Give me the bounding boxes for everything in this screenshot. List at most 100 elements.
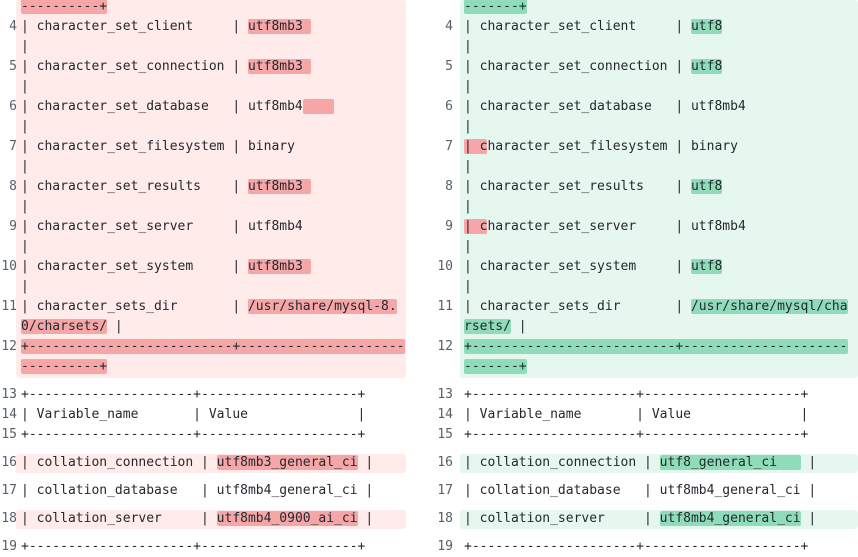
diff-highlight: utf8mb4_0900_ai_ci <box>216 511 358 526</box>
code-text: | <box>21 239 29 254</box>
line-number: 8 <box>9 179 17 194</box>
line-number: 10 <box>1 259 17 274</box>
diff-highlight: -------+ <box>464 359 527 374</box>
diff-highlight: ----------+ <box>21 359 108 374</box>
diff-highlight: +--------------------------+------------… <box>464 339 848 354</box>
code-text: | <box>357 455 374 470</box>
code-text: | <box>21 39 29 54</box>
code-line: | <box>21 277 29 297</box>
line-number: 4 <box>9 19 17 34</box>
code-line: | <box>21 237 29 257</box>
code-text: +---------------------+-----------------… <box>21 427 366 442</box>
line-number: 14 <box>437 407 453 422</box>
code-text: | collation_database | utf8mb4_general_c… <box>21 483 374 498</box>
code-text: | collation_server | <box>464 511 660 526</box>
code-text: | character_set_results | <box>464 179 691 194</box>
diff-highlight: +--------------------------+------------… <box>21 339 405 354</box>
code-line: ----------+ <box>21 0 108 17</box>
code-line: | character_set_filesystem | binary <box>464 137 738 157</box>
code-line: | collation_connection | utf8_general_ci… <box>464 453 816 473</box>
code-line: | character_set_database | utf8mb4 <box>464 97 746 117</box>
code-line: | character_set_server | utf8mb4 <box>21 217 303 237</box>
code-line: | character_set_client | utf8 <box>464 17 723 37</box>
code-text: | character_set_database | utf8mb4 <box>464 99 746 114</box>
code-text: | character_set_database | utf8mb4 <box>21 99 303 114</box>
code-line: | <box>21 37 29 57</box>
diff-highlight: utf8 <box>690 59 723 74</box>
diff-highlight <box>302 99 335 114</box>
code-line: | character_sets_dir | /usr/share/mysql-… <box>21 297 397 317</box>
code-line: | character_set_results | utf8 <box>464 177 723 197</box>
code-text: | <box>464 159 472 174</box>
code-line: | <box>464 237 472 257</box>
code-line: +---------------------+-----------------… <box>21 537 365 557</box>
code-line: | character_set_client | utf8mb3 <box>21 17 311 37</box>
code-text: | <box>107 319 123 334</box>
line-number: 4 <box>445 19 453 34</box>
diff-highlight: utf8 <box>690 179 723 194</box>
line-number: 9 <box>9 219 17 234</box>
code-line: +--------------------------+------------… <box>21 337 405 357</box>
code-text: | <box>464 239 472 254</box>
line-number: 14 <box>1 407 17 422</box>
line-number: 7 <box>445 139 453 154</box>
code-text: | character_set_system | <box>21 259 248 274</box>
code-text: +---------------------+-----------------… <box>21 539 366 554</box>
code-text: | character_set_client | <box>464 19 691 34</box>
code-line: +---------------------+-----------------… <box>21 425 365 445</box>
code-text: +---------------------+-----------------… <box>464 539 809 554</box>
diff-highlight: | c <box>464 139 488 154</box>
code-line: | <box>21 117 29 137</box>
code-line: | Variable_name | Value | <box>21 405 365 425</box>
diff-highlight: 0/charsets/ <box>21 319 108 334</box>
diff-highlight: utf8mb3 <box>247 259 311 274</box>
line-number: 18 <box>437 511 453 526</box>
code-line: -------+ <box>464 0 527 17</box>
line-number: 9 <box>445 219 453 234</box>
line-number: 15 <box>437 427 453 442</box>
line-number: 5 <box>9 59 17 74</box>
diff-highlight: utf8mb3_general_ci <box>216 455 358 470</box>
code-line: | character_set_database | utf8mb4 <box>21 97 335 117</box>
diff-highlight: utf8mb3 <box>247 179 311 194</box>
code-text: | <box>800 511 817 526</box>
code-text: | character_set_connection | <box>21 59 248 74</box>
code-text: | <box>21 79 29 94</box>
code-text: | character_set_connection | <box>464 59 691 74</box>
code-text: | <box>21 199 29 214</box>
diff-highlight: utf8_general_ci <box>659 455 801 470</box>
code-line: | character_set_system | utf8 <box>464 257 723 277</box>
code-line: +--------------------------+------------… <box>464 337 848 357</box>
diff-highlight: /usr/share/mysql-8. <box>247 299 397 314</box>
right-diff-pane[interactable]: -------+ 4 | character_set_client | utf8 | 5… <box>429 0 858 555</box>
line-number: 16 <box>437 455 453 470</box>
code-text: +---------------------+-----------------… <box>21 387 366 402</box>
line-number: 13 <box>437 387 453 402</box>
diff-highlight: utf8mb4_general_ci <box>659 511 801 526</box>
code-text: | <box>464 199 472 214</box>
code-text: | <box>21 119 29 134</box>
code-text: | character_set_system | <box>464 259 691 274</box>
line-number: 7 <box>9 139 17 154</box>
line-number: 12 <box>1 339 17 354</box>
code-line: | character_sets_dir | /usr/share/mysql/… <box>464 297 848 317</box>
code-text: | <box>464 39 472 54</box>
code-text: | Variable_name | Value | <box>464 407 809 422</box>
code-text: | character_sets_dir | <box>464 299 691 314</box>
code-text: | Variable_name | Value | <box>21 407 366 422</box>
line-number: 5 <box>445 59 453 74</box>
code-text: | <box>357 511 374 526</box>
diff-highlight: /usr/share/mysql/cha <box>690 299 848 314</box>
line-number: 19 <box>437 539 453 554</box>
code-text: | <box>464 119 472 134</box>
code-text: | character_set_server | utf8mb4 <box>21 219 303 234</box>
left-diff-pane[interactable]: ----------+ 4 | character_set_client | utf… <box>0 0 429 555</box>
code-text: | character_set_filesystem | binary <box>21 139 295 154</box>
code-line: | character_set_server | utf8mb4 <box>464 217 746 237</box>
code-line: | character_set_results | utf8mb3 <box>21 177 311 197</box>
code-text: | collation_database | utf8mb4_general_c… <box>464 483 817 498</box>
code-text: | collation_connection | <box>21 455 217 470</box>
changed-block-background <box>16 0 406 378</box>
code-text: +---------------------+-----------------… <box>464 387 809 402</box>
diff-highlight: utf8mb3 <box>247 19 311 34</box>
